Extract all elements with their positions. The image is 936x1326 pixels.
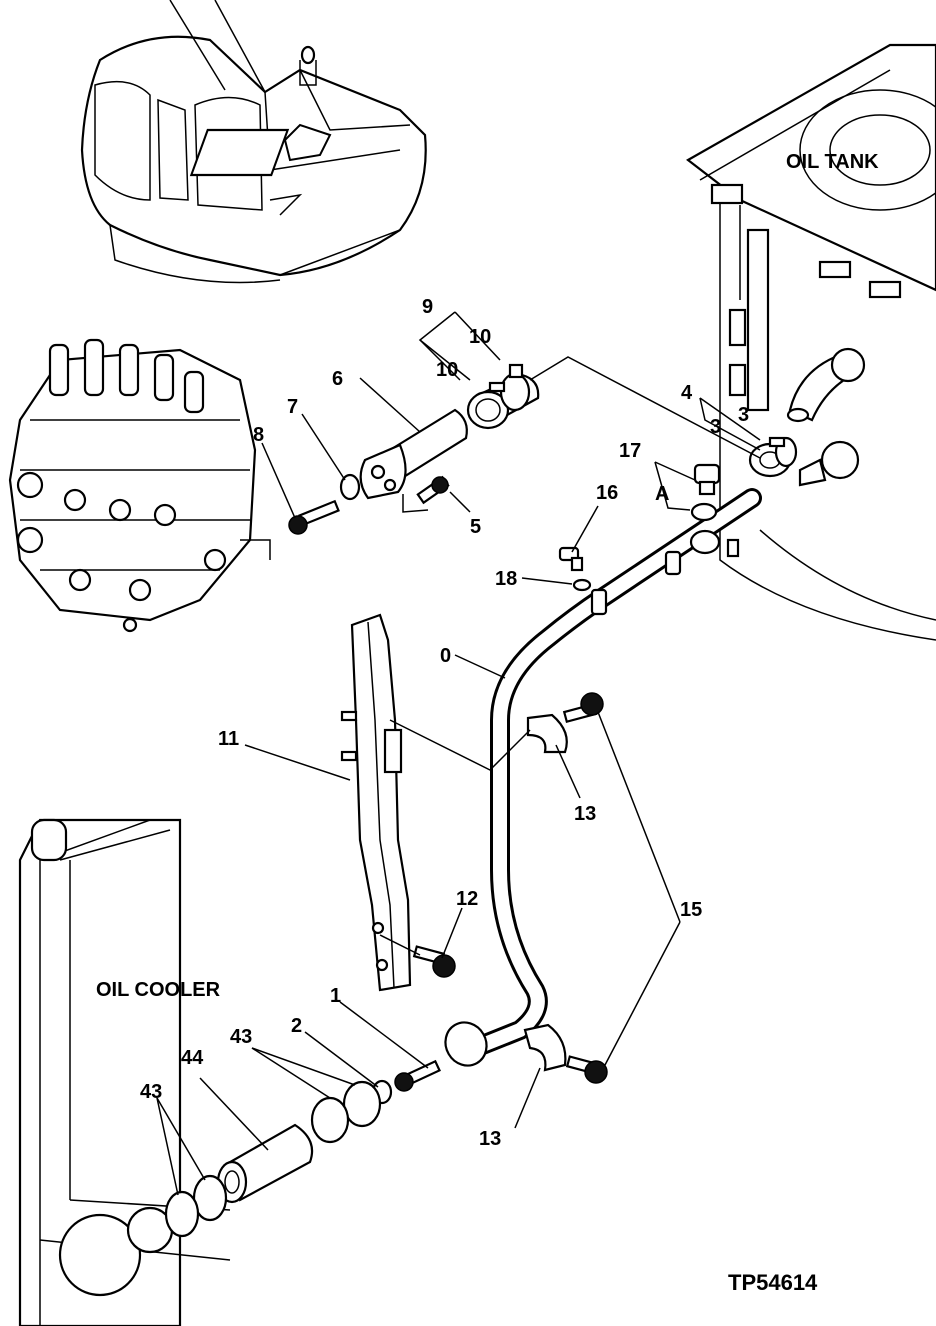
plug-parts — [558, 463, 721, 592]
callout-4: 4 — [681, 382, 693, 404]
oil-cooler-illustration — [18, 818, 231, 1326]
callout-43-lower: 43 — [140, 1081, 162, 1103]
callout-13-upper: 13 — [574, 803, 596, 825]
main-oil-tube — [444, 488, 762, 1067]
callout-15: 15 — [680, 899, 702, 921]
callout-6: 6 — [332, 368, 343, 390]
callout-12: 12 — [456, 888, 478, 910]
upper-hose-parts — [288, 363, 540, 535]
callout-13-lower: 13 — [479, 1128, 501, 1150]
lower-hose-parts — [164, 1059, 441, 1238]
callout-7: 7 — [287, 396, 298, 418]
callout-44: 44 — [181, 1047, 204, 1069]
callout-0: 0 — [440, 645, 451, 667]
excavator-illustration — [80, 0, 427, 284]
oil-tank-label: OIL TANK — [786, 151, 879, 173]
callout-16: 16 — [596, 482, 618, 504]
callout-A: A — [655, 483, 669, 505]
callout-18: 18 — [495, 568, 517, 590]
bracket-11 — [340, 613, 412, 992]
callout-10-upper: 10 — [469, 326, 491, 348]
callout-2: 2 — [291, 1015, 302, 1037]
callout-8: 8 — [253, 424, 264, 446]
callout-11: 11 — [218, 728, 239, 750]
callout-3-upper: 3 — [738, 404, 749, 426]
callout-5: 5 — [470, 516, 481, 538]
oil-cooler-label: OIL COOLER — [96, 979, 221, 1001]
callout-9: 9 — [422, 296, 433, 318]
callout-3-lower: 3 — [710, 416, 721, 438]
reference-code: TP54614 — [728, 1270, 818, 1295]
control-valve-illustration — [8, 338, 271, 633]
oil-tank-illustration — [686, 43, 936, 641]
tank-clamp-parts — [748, 436, 798, 478]
bolt-12 — [412, 945, 456, 978]
clamps-13-bolts-15 — [523, 692, 608, 1084]
callout-43-upper: 43 — [230, 1026, 252, 1048]
callout-1: 1 — [330, 985, 341, 1007]
leader-lines — [156, 311, 761, 1196]
callout-10-lower: 10 — [436, 359, 458, 381]
callout-17: 17 — [619, 440, 641, 462]
